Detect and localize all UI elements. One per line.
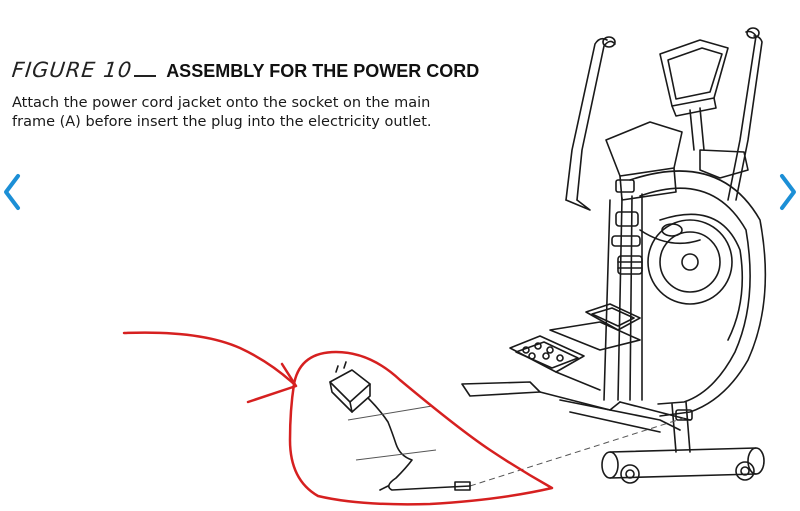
figure-heading: FIGURE 10 ASSEMBLY FOR THE POWER CORD: [10, 58, 480, 82]
next-page-button[interactable]: [776, 170, 800, 214]
red-annotation: [122, 331, 554, 506]
connection-guide-line: [469, 417, 685, 487]
instruction-text: Attach the power cord jacket onto the so…: [12, 95, 432, 130]
elliptical-machine-drawing: [461, 27, 767, 484]
figure-title: ASSEMBLY FOR THE POWER CORD: [166, 61, 480, 81]
figure-label: FIGURE 10: [10, 58, 134, 82]
annotation-arrowhead: [246, 362, 298, 404]
figure-label-underline: [134, 75, 157, 77]
power-adapter-drawing: [329, 361, 471, 491]
previous-page-button[interactable]: [0, 170, 24, 214]
annotation-enclosure: [288, 350, 554, 506]
adapter-reference-lines: [347, 405, 437, 461]
chevron-right-icon: [780, 174, 796, 210]
annotation-arrow: [122, 331, 296, 386]
chevron-left-icon: [4, 174, 20, 210]
